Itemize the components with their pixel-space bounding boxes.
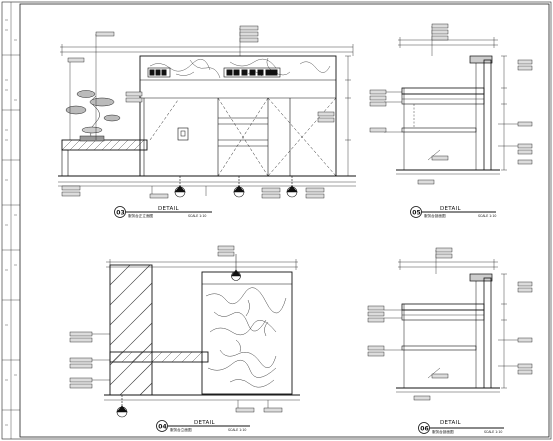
caption-detail-word: DETAIL bbox=[440, 420, 462, 426]
caption-detail-word: DETAIL bbox=[194, 420, 216, 426]
caption-scale: SCALE 1:10 bbox=[188, 214, 206, 218]
caption-detail-word: DETAIL bbox=[440, 206, 462, 212]
caption-title: 服务台立面图 bbox=[170, 427, 192, 432]
caption-number: 06 bbox=[420, 425, 428, 432]
view-06-tags bbox=[367, 247, 533, 401]
caption-title: 服务台正立面图 bbox=[128, 213, 154, 218]
view-03-elevation bbox=[58, 28, 356, 196]
caption-scale: SCALE 1:10 bbox=[484, 430, 502, 434]
caption-scale: SCALE 1:10 bbox=[228, 428, 246, 432]
view-04-markers bbox=[116, 269, 242, 418]
view-04-tags bbox=[69, 245, 283, 413]
view-06-section bbox=[384, 250, 520, 393]
sheet-frame-ticks bbox=[5, 19, 17, 426]
caption-detail-word: DETAIL bbox=[158, 206, 180, 212]
view-04-elevation bbox=[92, 254, 300, 410]
view-03-tags bbox=[61, 25, 335, 199]
caption-title: 服务台剖面图 bbox=[432, 429, 454, 434]
view-05-section bbox=[384, 26, 520, 175]
caption-number: 03 bbox=[116, 209, 124, 216]
caption-view-03: DETAIL 03 服务台正立面图 SCALE 1:10 bbox=[114, 206, 212, 218]
view-03-markers bbox=[174, 176, 298, 198]
caption-number: 04 bbox=[158, 423, 166, 430]
view-05-tags bbox=[369, 23, 533, 185]
caption-view-05: DETAIL 05 服务台剖面图 SCALE 1:10 bbox=[410, 206, 496, 218]
caption-title: 服务台剖面图 bbox=[424, 213, 446, 218]
caption-view-06: DETAIL 06 服务台剖面图 SCALE 1:10 bbox=[418, 420, 504, 434]
caption-view-04: DETAIL 04 服务台立面图 SCALE 1:10 bbox=[156, 420, 250, 432]
caption-number: 05 bbox=[412, 209, 420, 216]
bonsai-decoration bbox=[65, 90, 121, 142]
caption-scale: SCALE 1:10 bbox=[478, 214, 496, 218]
